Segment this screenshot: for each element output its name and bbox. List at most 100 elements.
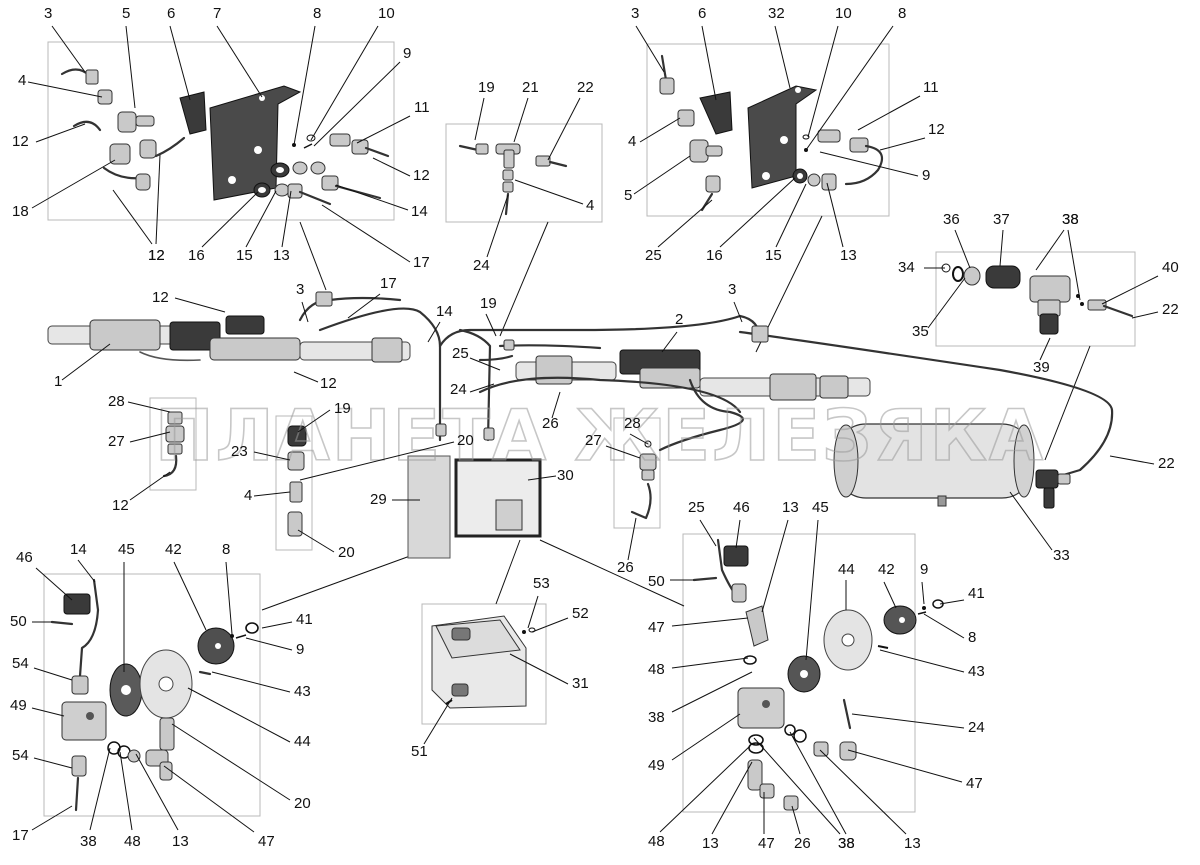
callout-number: 9	[296, 641, 304, 658]
leader-line	[129, 471, 171, 501]
leader-line	[356, 115, 411, 144]
callout-number: 13	[840, 247, 857, 264]
callout-number: 25	[688, 499, 705, 516]
callout-number: 24	[450, 381, 467, 398]
callout-number: 14	[70, 541, 87, 558]
callout-number: 13	[702, 835, 719, 852]
callout-number: 29	[370, 491, 387, 508]
cover-30	[454, 458, 542, 538]
leader-line	[129, 431, 171, 443]
callout-number: 30	[557, 467, 574, 484]
leader-line	[216, 25, 263, 98]
callout-number: 4	[18, 72, 26, 89]
callout-number: 19	[334, 400, 351, 417]
callout-number: 24	[473, 257, 490, 274]
leader-line	[171, 723, 291, 801]
leader-line	[89, 747, 111, 831]
callout-number: 10	[378, 5, 395, 22]
leader-line	[659, 745, 751, 833]
leader-line	[661, 331, 678, 353]
callout-number: 54	[12, 747, 29, 764]
callout-number: 51	[411, 743, 428, 760]
leader-line	[927, 277, 966, 329]
leader-line	[155, 154, 161, 245]
leader-line	[33, 667, 73, 681]
detail-top-center-parts	[458, 143, 568, 216]
callout-number: 6	[698, 5, 706, 22]
leader-line	[774, 25, 791, 89]
callout-number: 6	[167, 5, 175, 22]
covers	[407, 455, 542, 559]
callout-number: 22	[577, 79, 594, 96]
callout-number: 10	[835, 5, 852, 22]
callout-number: 12	[112, 497, 129, 514]
leader-line	[127, 401, 171, 413]
leader-line	[921, 581, 925, 605]
callout-number: 43	[968, 663, 985, 680]
callout-number: 40	[1162, 259, 1179, 276]
leader-line	[423, 697, 453, 745]
callout-number: 47	[758, 835, 775, 852]
air-receiver-33	[833, 423, 1071, 509]
leader-line	[819, 151, 919, 177]
leader-line	[805, 25, 894, 151]
leader-line	[187, 687, 291, 743]
frame-bottom-left	[43, 573, 261, 817]
leader-line	[293, 371, 319, 383]
leader-line	[939, 599, 965, 605]
frame-top-right	[646, 43, 890, 217]
callout-number: 36	[943, 211, 960, 228]
detail-bottom-center-parts	[431, 615, 536, 709]
leader-line	[605, 445, 641, 459]
callout-number: 16	[706, 247, 723, 264]
leader-line	[61, 343, 111, 381]
leader-line	[999, 229, 1004, 267]
callout-number: 17	[380, 275, 397, 292]
leader-line	[514, 179, 584, 205]
leader-line	[733, 301, 743, 323]
leader-line	[1067, 229, 1081, 301]
callout-number: 26	[542, 415, 559, 432]
callout-number: 33	[1053, 547, 1070, 564]
leader-line	[33, 757, 73, 769]
callout-number: 28	[108, 393, 125, 410]
callout-number: 22	[1158, 455, 1175, 472]
callout-number: 13	[782, 499, 799, 516]
frame-top-center	[445, 123, 603, 223]
leader-line	[513, 97, 529, 143]
leader-line	[297, 409, 331, 433]
cover-29	[407, 455, 451, 559]
callout-number: 16	[188, 247, 205, 264]
callout-number: 31	[572, 675, 589, 692]
leader-line	[819, 749, 907, 835]
callout-number: 8	[898, 5, 906, 22]
detail-bottom-right-parts	[692, 538, 944, 811]
leader-line	[297, 529, 335, 553]
callout-number: 42	[878, 561, 895, 578]
callout-number: 3	[728, 281, 736, 298]
detail-top-right-parts	[659, 54, 884, 212]
leader-line	[173, 561, 207, 631]
leader-line	[211, 671, 291, 693]
leader-line	[31, 805, 73, 831]
callout-number: 14	[436, 303, 453, 320]
callout-number: 27	[585, 432, 602, 449]
leader-line	[851, 713, 965, 729]
leader-line	[671, 713, 741, 761]
leader-line	[261, 621, 293, 629]
leader-line	[310, 25, 379, 141]
leader-line	[883, 581, 897, 609]
callout-number: 9	[922, 167, 930, 184]
leader-line	[469, 383, 495, 393]
leader-line	[671, 617, 749, 627]
callout-number: 41	[968, 585, 985, 602]
callout-number: 28	[624, 415, 641, 432]
callout-number: 37	[993, 211, 1010, 228]
leader-line	[527, 595, 539, 629]
callout-number: 41	[296, 611, 313, 628]
leader-line	[954, 229, 971, 269]
callout-number: 54	[12, 655, 29, 672]
callout-number: 12	[928, 121, 945, 138]
leader-line	[826, 182, 844, 248]
callout-number: 53	[533, 575, 550, 592]
